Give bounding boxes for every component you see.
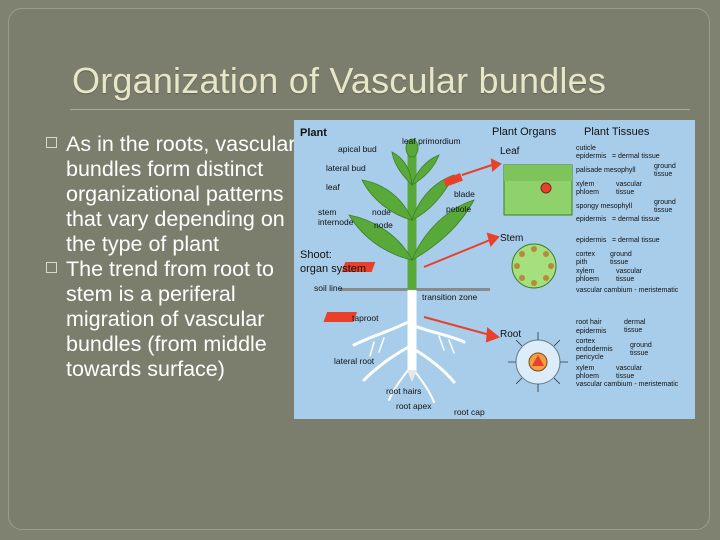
stem-cross-section <box>511 243 557 289</box>
tissue-stem-ground-b: tissue <box>610 259 628 266</box>
label-lateral-root: lateral root <box>334 356 375 366</box>
tissue-root-dermal-b: tissue <box>624 327 642 334</box>
tissue-leaf-vascular-1a: vascular <box>616 181 643 188</box>
tissue-root-endodermis: endodermis <box>576 346 613 353</box>
tissue-root-pericycle: pericycle <box>576 354 604 361</box>
tissue-leaf-ground-1a: ground <box>654 163 676 170</box>
root-system <box>352 285 466 403</box>
label-root-hairs: root hairs <box>386 386 421 396</box>
label-taproot: taproot <box>352 313 379 323</box>
organ-label-stem: Stem <box>500 233 523 244</box>
heading-plant-tissues: Plant Tissues <box>584 126 650 138</box>
section-markers <box>323 173 463 322</box>
label-shoot: Shoot: <box>300 249 332 261</box>
organ-arrows <box>423 158 502 343</box>
tissue-leaf-vascular-1b: tissue <box>616 189 634 196</box>
plant-organization-figure: Plant Plant Organs Plant Tissues <box>294 120 695 419</box>
tissue-leaf-phloem: phloem <box>576 189 599 196</box>
bullet-list: As in the roots, vascular bundles form d… <box>46 132 296 382</box>
organ-label-leaf: Leaf <box>500 146 520 157</box>
label-leaf-primordium: leaf primordium <box>402 136 461 146</box>
label-internode: internode <box>318 217 354 227</box>
bullet-text: As in the roots, vascular bundles form d… <box>66 132 296 256</box>
tissue-leaf-epidermis-2: epidermis <box>576 216 607 223</box>
tissue-leaf-epidermis-1: epidermis <box>576 153 607 160</box>
plant-diagram: Plant Plant Organs Plant Tissues <box>300 126 679 417</box>
tissue-leaf-xylem: xylem <box>576 181 594 188</box>
organ-label-root: Root <box>500 329 521 340</box>
tissue-root-dermal-a: dermal <box>624 319 646 326</box>
tissue-root-xylem: xylem <box>576 365 594 372</box>
bullet-square-icon <box>46 262 57 273</box>
tissue-leaf-spongy: spongy mesophyll <box>576 203 632 210</box>
label-petiole: petiole <box>446 204 471 214</box>
tissue-root-ground-a: ground <box>630 342 652 349</box>
label-transition-zone: transition zone <box>422 292 478 302</box>
label-soil-line: soil line <box>314 283 343 293</box>
tissue-leaf-dermal-1: = dermal tissue <box>612 153 660 160</box>
tissue-stem-phloem: phloem <box>576 276 599 283</box>
tissue-root-cortex: cortex <box>576 338 596 345</box>
label-root-cap: root cap <box>454 407 485 417</box>
tissue-leaf-palisade: palisade mesophyll <box>576 167 636 174</box>
tissue-leaf-cuticle: cuticle <box>576 145 596 152</box>
tissue-root-vascular-b: tissue <box>616 373 634 380</box>
label-stem: stem <box>318 207 336 217</box>
tissue-stem-cortex: cortex <box>576 251 596 258</box>
label-lateral-bud: lateral bud <box>326 163 366 173</box>
bullet-item: The trend from root to stem is a perifer… <box>46 257 296 382</box>
leaves <box>348 138 475 261</box>
slide-title: Organization of Vascular bundles <box>72 60 607 101</box>
label-root-apex: root apex <box>396 401 432 411</box>
label-leaf: leaf <box>326 182 340 192</box>
label-node-1: node <box>372 207 391 217</box>
tissue-leaf-ground-2a: ground <box>654 199 676 206</box>
root-cross-section <box>508 332 568 392</box>
tissue-stem-cambium: vascular cambium - meristematic <box>576 287 679 294</box>
label-apical-bud: apical bud <box>338 144 377 154</box>
tissue-root-phloem: phloem <box>576 373 599 380</box>
tissue-stem-xylem: xylem <box>576 268 594 275</box>
tissue-root-cambium: vascular cambium - meristematic <box>576 381 679 388</box>
tissue-root-hair: root hair <box>576 319 602 326</box>
tissue-root-ground-b: tissue <box>630 350 648 357</box>
heading-plant-organs: Plant Organs <box>492 126 557 138</box>
label-node-2: node <box>374 220 393 230</box>
bullet-item: As in the roots, vascular bundles form d… <box>46 132 296 257</box>
tissue-stem-epidermis: epidermis <box>576 237 607 244</box>
heading-plant: Plant <box>300 127 327 139</box>
tissue-stem-pith: pith <box>576 259 587 266</box>
tissue-stem-ground-a: ground <box>610 251 632 258</box>
tissue-leaf-ground-2b: tissue <box>654 207 672 214</box>
tissue-stem-vascular-b: tissue <box>616 276 634 283</box>
root-cap-shape <box>407 370 417 382</box>
title-divider <box>70 109 690 110</box>
tissue-leaf-dermal-2: = dermal tissue <box>612 216 660 223</box>
leaf-cross-section <box>503 164 573 216</box>
tissue-root-vascular-a: vascular <box>616 365 643 372</box>
tissue-stem-vascular-a: vascular <box>616 268 643 275</box>
bullet-square-icon <box>46 137 57 148</box>
label-blade: blade <box>454 189 475 199</box>
tissue-root-epidermis: epidermis <box>576 328 607 335</box>
label-organ-system: organ system <box>300 263 366 275</box>
bullet-text: The trend from root to stem is a perifer… <box>66 257 274 381</box>
tissue-stem-dermal: = dermal tissue <box>612 237 660 244</box>
tissue-leaf-ground-1b: tissue <box>654 171 672 178</box>
